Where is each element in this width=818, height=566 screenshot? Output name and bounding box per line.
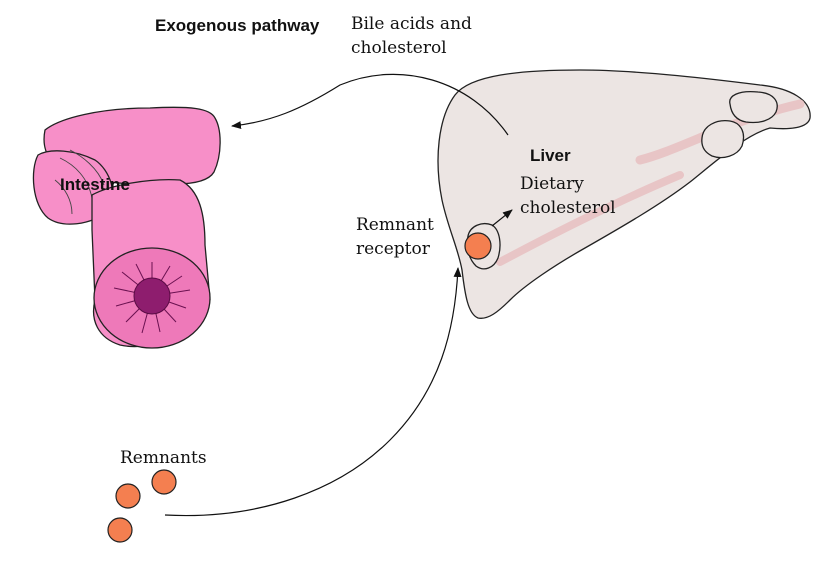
remnant-particles (107, 469, 177, 543)
bile-acids-label: Bile acids and cholesterol (351, 12, 472, 60)
dietary-label-line-1: Dietary (520, 174, 584, 194)
intestine-fold-3 (54, 179, 73, 215)
liver-vessel-lower (496, 171, 684, 266)
remnants-label: Remnants (120, 448, 207, 468)
liver-illustration (437, 69, 811, 319)
intestine-fold-2 (69, 149, 105, 186)
receptor-label-line-1: Remnant (356, 215, 434, 235)
remnant-particle (107, 517, 133, 543)
intestinal-lumen (133, 277, 171, 315)
remnant-receptor-label: Remnant receptor (356, 213, 434, 261)
intestine-illustration (32, 106, 221, 349)
bile-label-line-1: Bile acids and (351, 14, 472, 34)
dietary-label-line-2: cholesterol (520, 198, 616, 218)
bile-return-arrow (231, 73, 509, 136)
receptor-bound-remnant (464, 232, 492, 260)
bile-label-line-2: cholesterol (351, 38, 447, 58)
dietary-cholesterol-arrow (491, 209, 513, 227)
remnant-particle (151, 469, 177, 495)
liver-label: Liver (530, 146, 571, 165)
receptor-label-line-2: receptor (356, 239, 430, 259)
intestine-fold-1 (59, 157, 93, 199)
diagram-title: Exogenous pathway (155, 16, 320, 35)
liver-lobule-lower (701, 120, 745, 159)
liver-lobule-upper (729, 90, 778, 124)
remnant-particle (115, 483, 141, 509)
intestine-label: Intestine (60, 175, 130, 194)
remnant-uptake-arrow (164, 267, 462, 517)
dietary-cholesterol-label: Dietary cholesterol (520, 172, 616, 220)
